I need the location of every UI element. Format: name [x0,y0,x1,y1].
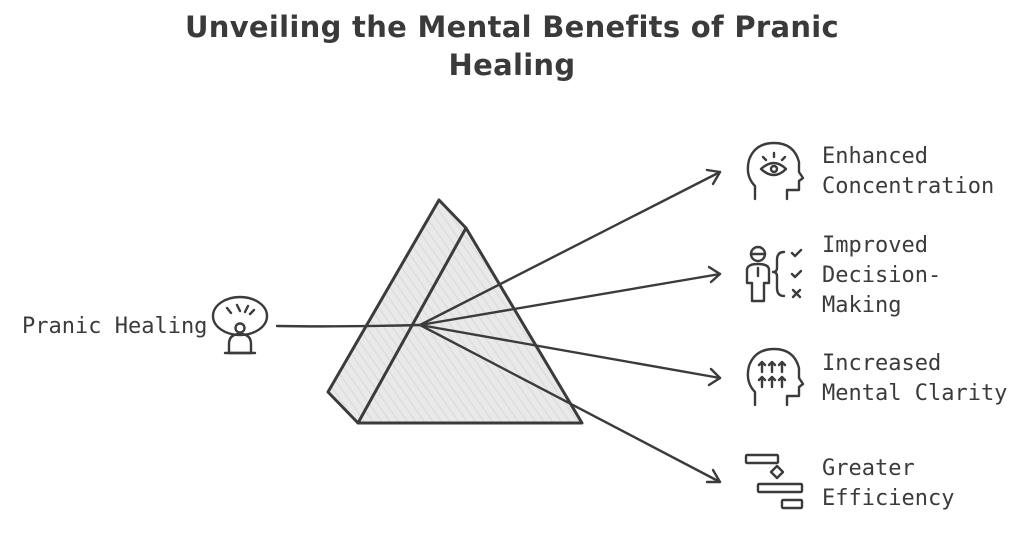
person-checklist-icon [745,245,803,303]
output-beams [418,168,722,484]
arrowhead [705,168,722,186]
output-label-efficiency: Greater Efficiency [822,454,1022,514]
arrowhead [707,265,722,284]
head-eye-icon [746,141,805,201]
beam-decision-making [418,272,722,327]
output-label-mental-clarity: Increased Mental Clarity [822,349,1022,409]
beam-concentration [418,170,722,327]
output-label-line: Enhanced [822,144,928,169]
output-label-line: Making [822,293,902,318]
flowchart-icon [744,453,804,510]
output-label-line: Increased [822,351,942,376]
output-label-line: Decision- [822,263,942,288]
arrowhead [707,367,722,387]
beam-mental-clarity [418,323,722,380]
arrowhead [705,468,722,484]
output-label-line: Mental Clarity [822,381,1008,406]
input-beam [275,323,422,328]
meditation-icon [211,295,269,355]
diagram-title: Unveiling the Mental Benefits of Pranic … [184,10,840,82]
output-label-concentration: Enhanced Concentration [822,142,1022,202]
output-label-line: Greater [822,456,915,481]
output-label-line: Efficiency [822,486,955,511]
output-label-line: Concentration [822,174,995,199]
output-label-decision-making: Improved Decision- Making [822,231,1022,321]
beam-efficiency [418,323,722,484]
output-label-line: Improved [822,233,928,258]
source-label: Pranic Healing [22,314,208,339]
head-arrows-icon [746,347,805,407]
